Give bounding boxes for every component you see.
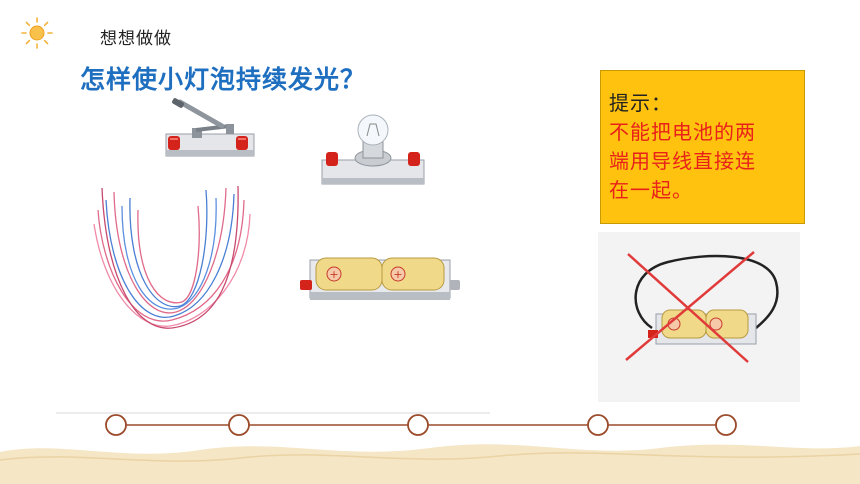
hint-box: 提示： 不能把电池的两 端用导线直接连 在一起。 xyxy=(600,70,805,224)
crossed-circuit-panel xyxy=(598,232,800,402)
wire-bundle-icon xyxy=(93,185,251,329)
hint-title: 提示： xyxy=(609,91,672,115)
question-title: 怎样使小灯泡持续发光？ xyxy=(80,65,367,94)
hint-line: 在一起。 xyxy=(609,178,693,202)
knife-switch-icon xyxy=(165,98,255,157)
bulb-holder-icon xyxy=(321,114,425,185)
bottom-wave-decoration xyxy=(0,444,860,484)
section-label: 想想做做 xyxy=(100,29,172,49)
hint-line: 端用导线直接连 xyxy=(609,149,756,173)
svg-text:+: + xyxy=(329,268,338,281)
hint-body: 不能把电池的两 端用导线直接连 在一起。 xyxy=(609,118,796,205)
sun-icon xyxy=(21,17,53,49)
timeline-decoration xyxy=(56,412,737,436)
battery-holder-icon: + + xyxy=(300,257,460,300)
svg-text:+: + xyxy=(393,268,402,281)
crossed-circuit-icon xyxy=(625,251,779,363)
hint-line: 不能把电池的两 xyxy=(609,120,756,144)
